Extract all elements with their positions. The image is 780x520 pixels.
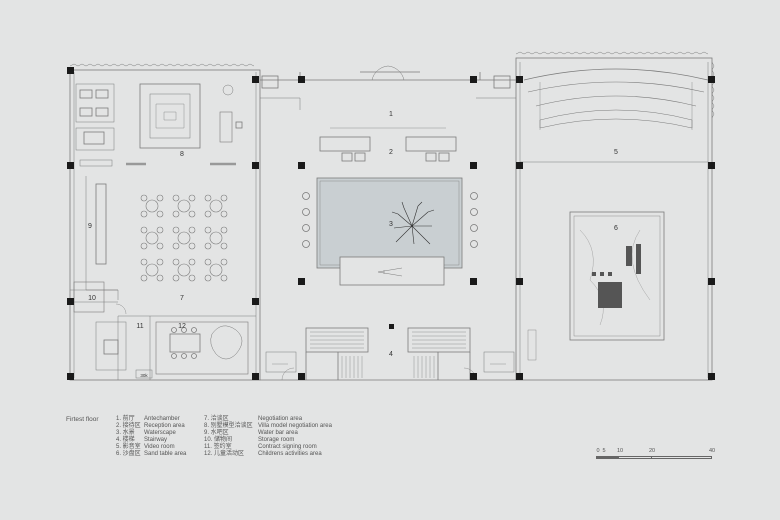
stairway-steps (310, 331, 466, 378)
room-number-8: 8 (180, 151, 184, 158)
tree-icon (391, 201, 435, 245)
children-table (169, 333, 201, 353)
scale-label-40: 40 (708, 448, 716, 454)
waterscape-pool (316, 177, 463, 269)
villa-model (139, 83, 201, 149)
scale-label-5: 5 (602, 448, 606, 454)
right-wing-outline (515, 57, 713, 381)
scale-label-10: 10 (616, 448, 624, 454)
legend-left-en: Antechamber Reception area Waterscape St… (144, 416, 187, 458)
water-bar-counter (95, 183, 107, 265)
scale-label-0: 0 (596, 448, 600, 454)
room-number-11: 11 (136, 323, 143, 330)
room-number-6: 6 (614, 225, 618, 232)
legend-left-cn: 1. 前厅 2. 接待区 3. 水景 4. 楼梯 5. 影音室 6. 沙盘区 (116, 416, 141, 458)
sofa-right (405, 136, 457, 152)
sand-table (569, 211, 665, 341)
room-number-10: 10 (88, 295, 96, 302)
room-number-1: 1 (389, 111, 393, 118)
room-number-12: 12 (178, 323, 186, 330)
negotiation-tables (140, 194, 228, 282)
structural-columns (67, 67, 715, 380)
small-label: 30k (140, 373, 148, 378)
water-chairs-left (302, 192, 310, 248)
water-chairs-right (470, 192, 478, 248)
room-number-5: 5 (614, 149, 618, 156)
room-number-9: 9 (88, 223, 92, 230)
floor-title: Firtest floor (66, 416, 99, 423)
legend-right-cn: 7. 洽谈区 8. 别墅模型洽谈区 9. 水吧区 10. 储物间 11. 签约室… (204, 416, 253, 458)
room-number-2: 2 (389, 149, 393, 156)
scale-bar: 0 5 10 20 40 (596, 448, 716, 462)
room-number-7: 7 (180, 295, 184, 302)
room-number-4: 4 (389, 351, 393, 358)
left-wing-outline (69, 69, 261, 381)
sofa-left (319, 136, 371, 152)
scale-label-20: 20 (648, 448, 656, 454)
stage-platform (339, 256, 445, 286)
legend-right-en: Negotiation area Villa model negotiation… (258, 416, 332, 458)
room-number-3: 3 (389, 221, 393, 228)
